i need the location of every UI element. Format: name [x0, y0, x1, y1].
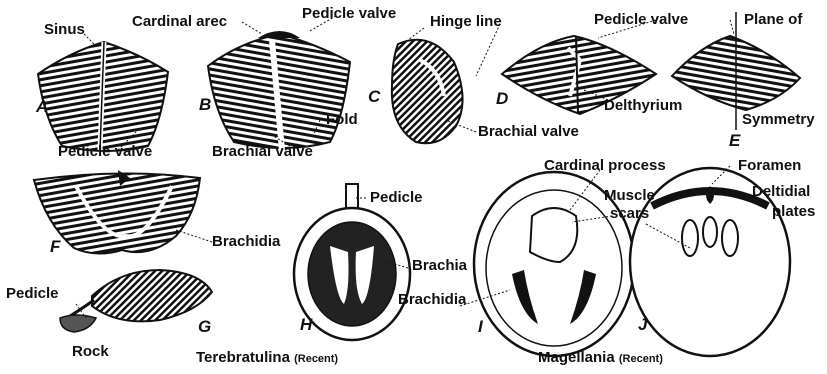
shell-c-illustration	[392, 40, 463, 144]
caption-magellania: Magellania (Recent)	[538, 350, 663, 365]
figure-letter-j: J	[638, 316, 647, 333]
label-brachidia-i: Brachidia	[398, 292, 466, 307]
figure-letter-i: I	[478, 318, 483, 335]
label-sinus: Sinus	[44, 22, 85, 37]
figure-letter-g: G	[198, 318, 211, 335]
figure-letter-e: E	[729, 132, 740, 149]
caption-magellania-note: (Recent)	[619, 353, 663, 365]
shell-a-illustration	[38, 42, 168, 151]
figure-letter-h: H	[300, 316, 312, 333]
label-plane-of: Plane of	[744, 12, 802, 27]
label-symmetry: Symmetry	[742, 112, 815, 127]
label-pedicle-valve-a: Pedicle valve	[58, 144, 152, 159]
label-cardinal-area: Cardinal arec	[132, 14, 227, 29]
shell-b-illustration	[208, 31, 350, 150]
label-hinge-line: Hinge line	[430, 14, 502, 29]
label-brachia: Brachia	[412, 258, 467, 273]
caption-terebratulina-note: (Recent)	[294, 353, 338, 365]
label-delthyrium: Delthyrium	[604, 98, 682, 113]
figure-letter-f: F	[50, 238, 60, 255]
label-foramen: Foramen	[738, 158, 801, 173]
figure-letter-d: D	[496, 90, 508, 107]
figure-letter-a: A	[36, 98, 48, 115]
label-fold: Fold	[326, 112, 358, 127]
label-brachial-valve-c: Brachial valve	[478, 124, 579, 139]
figure-letter-c: C	[368, 88, 380, 105]
label-pedicle-g: Pedicle	[6, 286, 59, 301]
caption-magellania-name: Magellania	[538, 349, 615, 366]
label-pedicle-valve-d: Pedicle valve	[594, 12, 688, 27]
label-deltidial: Deltidial	[752, 184, 810, 199]
label-pedicle-h: Pedicle	[370, 190, 423, 205]
label-cardinal-process: Cardinal process	[544, 158, 666, 173]
figure-letter-b: B	[199, 96, 211, 113]
label-scars: scars	[610, 206, 649, 221]
label-rock: Rock	[72, 344, 109, 359]
label-muscle: Muscle	[604, 188, 655, 203]
caption-terebratulina: Terebratulina (Recent)	[196, 350, 338, 365]
label-brachidia-f: Brachidia	[212, 234, 280, 249]
label-pedicle-valve-top: Pedicle valve	[302, 6, 396, 21]
shell-g-illustration	[60, 270, 212, 332]
label-plates: plates	[772, 204, 815, 219]
label-brachial-valve-b: Brachial valve	[212, 144, 313, 159]
caption-terebratulina-name: Terebratulina	[196, 349, 290, 366]
